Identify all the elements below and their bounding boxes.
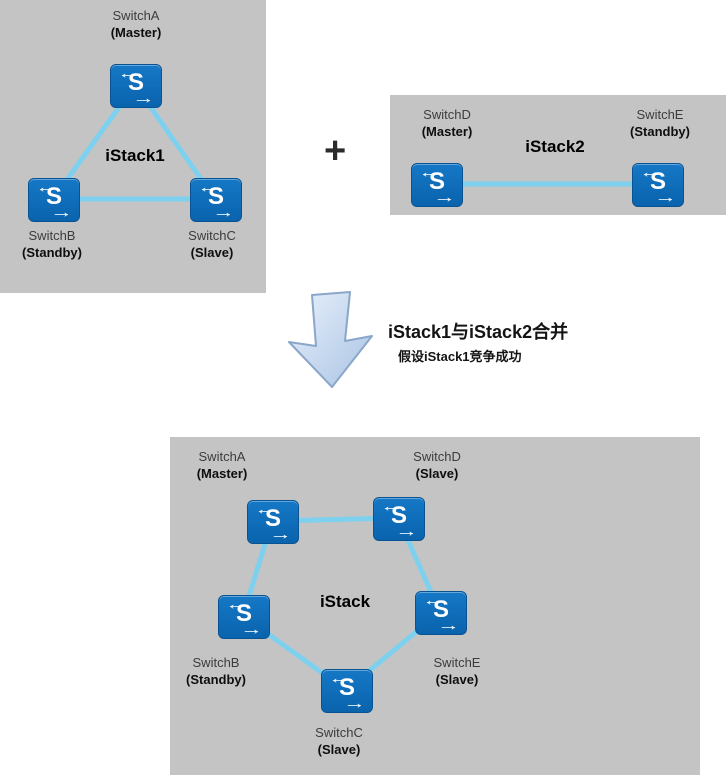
switch-s-glyph: S [428, 168, 445, 195]
switch-role: (Slave) [317, 741, 361, 757]
arrow-right-icon: → [343, 695, 366, 712]
arrow-left-icon: ← [254, 501, 277, 518]
switch-icon-e2: ← S → [632, 163, 684, 207]
arrow-right-icon: → [50, 204, 73, 221]
switch-icon-a1: ← S → [110, 64, 162, 108]
merged-istack-label: iStack [319, 592, 371, 611]
arrow-left-icon: ← [225, 596, 248, 613]
switch-label-a1: SwitchA (Master) [86, 8, 186, 42]
arrow-left-icon: ← [418, 164, 441, 181]
switch-icon-e3: ← S → [415, 591, 467, 635]
switch-role: (Standby) [186, 671, 246, 687]
switch-label-e2: SwitchE (Standby) [608, 107, 712, 141]
switch-name: SwitchD [423, 107, 471, 122]
switch-icon-c3: ← S → [321, 669, 373, 713]
switch-icon-d2: ← S → [411, 163, 463, 207]
switch-name: SwitchB [28, 228, 76, 243]
arrow-right-icon: → [395, 523, 418, 540]
switch-role: (Master) [421, 123, 473, 139]
istack1-label: iStack1 [105, 146, 165, 165]
switch-icon-a3: ← S → [247, 500, 299, 544]
merged-istack-panel: SwitchA (Master) SwitchD (Slave) ← S → ←… [170, 437, 700, 775]
switch-s-glyph: S [432, 596, 449, 623]
arrow-left-icon: ← [328, 670, 351, 687]
switch-s-glyph: S [45, 183, 62, 210]
switch-icon-b3: ← S → [218, 595, 270, 639]
switch-label-b3: SwitchB (Standby) [170, 655, 262, 689]
switch-icon-c1: ← S → [190, 178, 242, 222]
switch-s-glyph: S [207, 183, 224, 210]
arrow-left-icon: ← [197, 179, 220, 196]
switch-role: (Slave) [435, 671, 479, 687]
arrow-left-icon: ← [422, 592, 445, 609]
switch-label-a3: SwitchA (Master) [172, 449, 272, 483]
switch-icon-d3: ← S → [373, 497, 425, 541]
istack1-panel: SwitchA (Master) ← S → iStack1 ← S → ← S… [0, 0, 266, 293]
switch-name: SwitchB [192, 655, 240, 670]
switch-name: SwitchC [315, 725, 363, 740]
switch-s-glyph: S [649, 168, 666, 195]
arrow-right-icon: → [212, 204, 235, 221]
merge-title: iStack1与iStack2合并 [388, 322, 569, 342]
switch-name: SwitchC [188, 228, 236, 243]
switch-label-d2: SwitchD (Master) [395, 107, 499, 141]
switch-role: (Slave) [415, 465, 459, 481]
switch-s-glyph: S [390, 502, 407, 529]
arrow-left-icon: ← [380, 498, 403, 515]
switch-name: SwitchD [413, 449, 461, 464]
switch-name: SwitchA [112, 8, 160, 23]
arrow-right-icon: → [437, 617, 460, 634]
switch-label-d3: SwitchD (Slave) [387, 449, 487, 483]
istack2-panel: SwitchD (Master) iStack2 SwitchE (Standb… [390, 95, 726, 215]
switch-name: SwitchA [198, 449, 246, 464]
switch-name: SwitchE [433, 655, 481, 670]
istack2-link-lines [436, 181, 657, 187]
switch-s-glyph: S [338, 674, 355, 701]
switch-role: (Standby) [630, 123, 690, 139]
switch-s-glyph: S [264, 505, 281, 532]
switch-label-c1: SwitchC (Slave) [162, 228, 262, 262]
merge-down-arrow-icon [288, 291, 373, 388]
arrow-right-icon: → [132, 90, 155, 107]
switch-role: (Master) [110, 24, 162, 40]
arrow-right-icon: → [240, 621, 263, 638]
arrow-right-icon: → [269, 526, 292, 543]
istack2-label: iStack2 [525, 137, 585, 156]
switch-label-e3: SwitchE (Slave) [407, 655, 507, 689]
switch-role: (Master) [196, 465, 248, 481]
switch-name: SwitchE [636, 107, 684, 122]
arrow-right-icon: → [433, 189, 456, 206]
switch-role: (Standby) [22, 244, 82, 260]
arrow-left-icon: ← [639, 164, 662, 181]
switch-icon-b1: ← S → [28, 178, 80, 222]
arrow-right-icon: → [654, 189, 677, 206]
arrow-left-icon: ← [117, 65, 140, 82]
arrow-left-icon: ← [35, 179, 58, 196]
plus-sign: + [324, 130, 347, 172]
switch-s-glyph: S [127, 69, 144, 96]
switch-label-b1: SwitchB (Standby) [2, 228, 102, 262]
merge-subtitle: 假设iStack1竞争成功 [398, 349, 522, 364]
switch-role: (Slave) [190, 244, 234, 260]
switch-s-glyph: S [235, 600, 252, 627]
switch-label-c3: SwitchC (Slave) [289, 725, 389, 759]
